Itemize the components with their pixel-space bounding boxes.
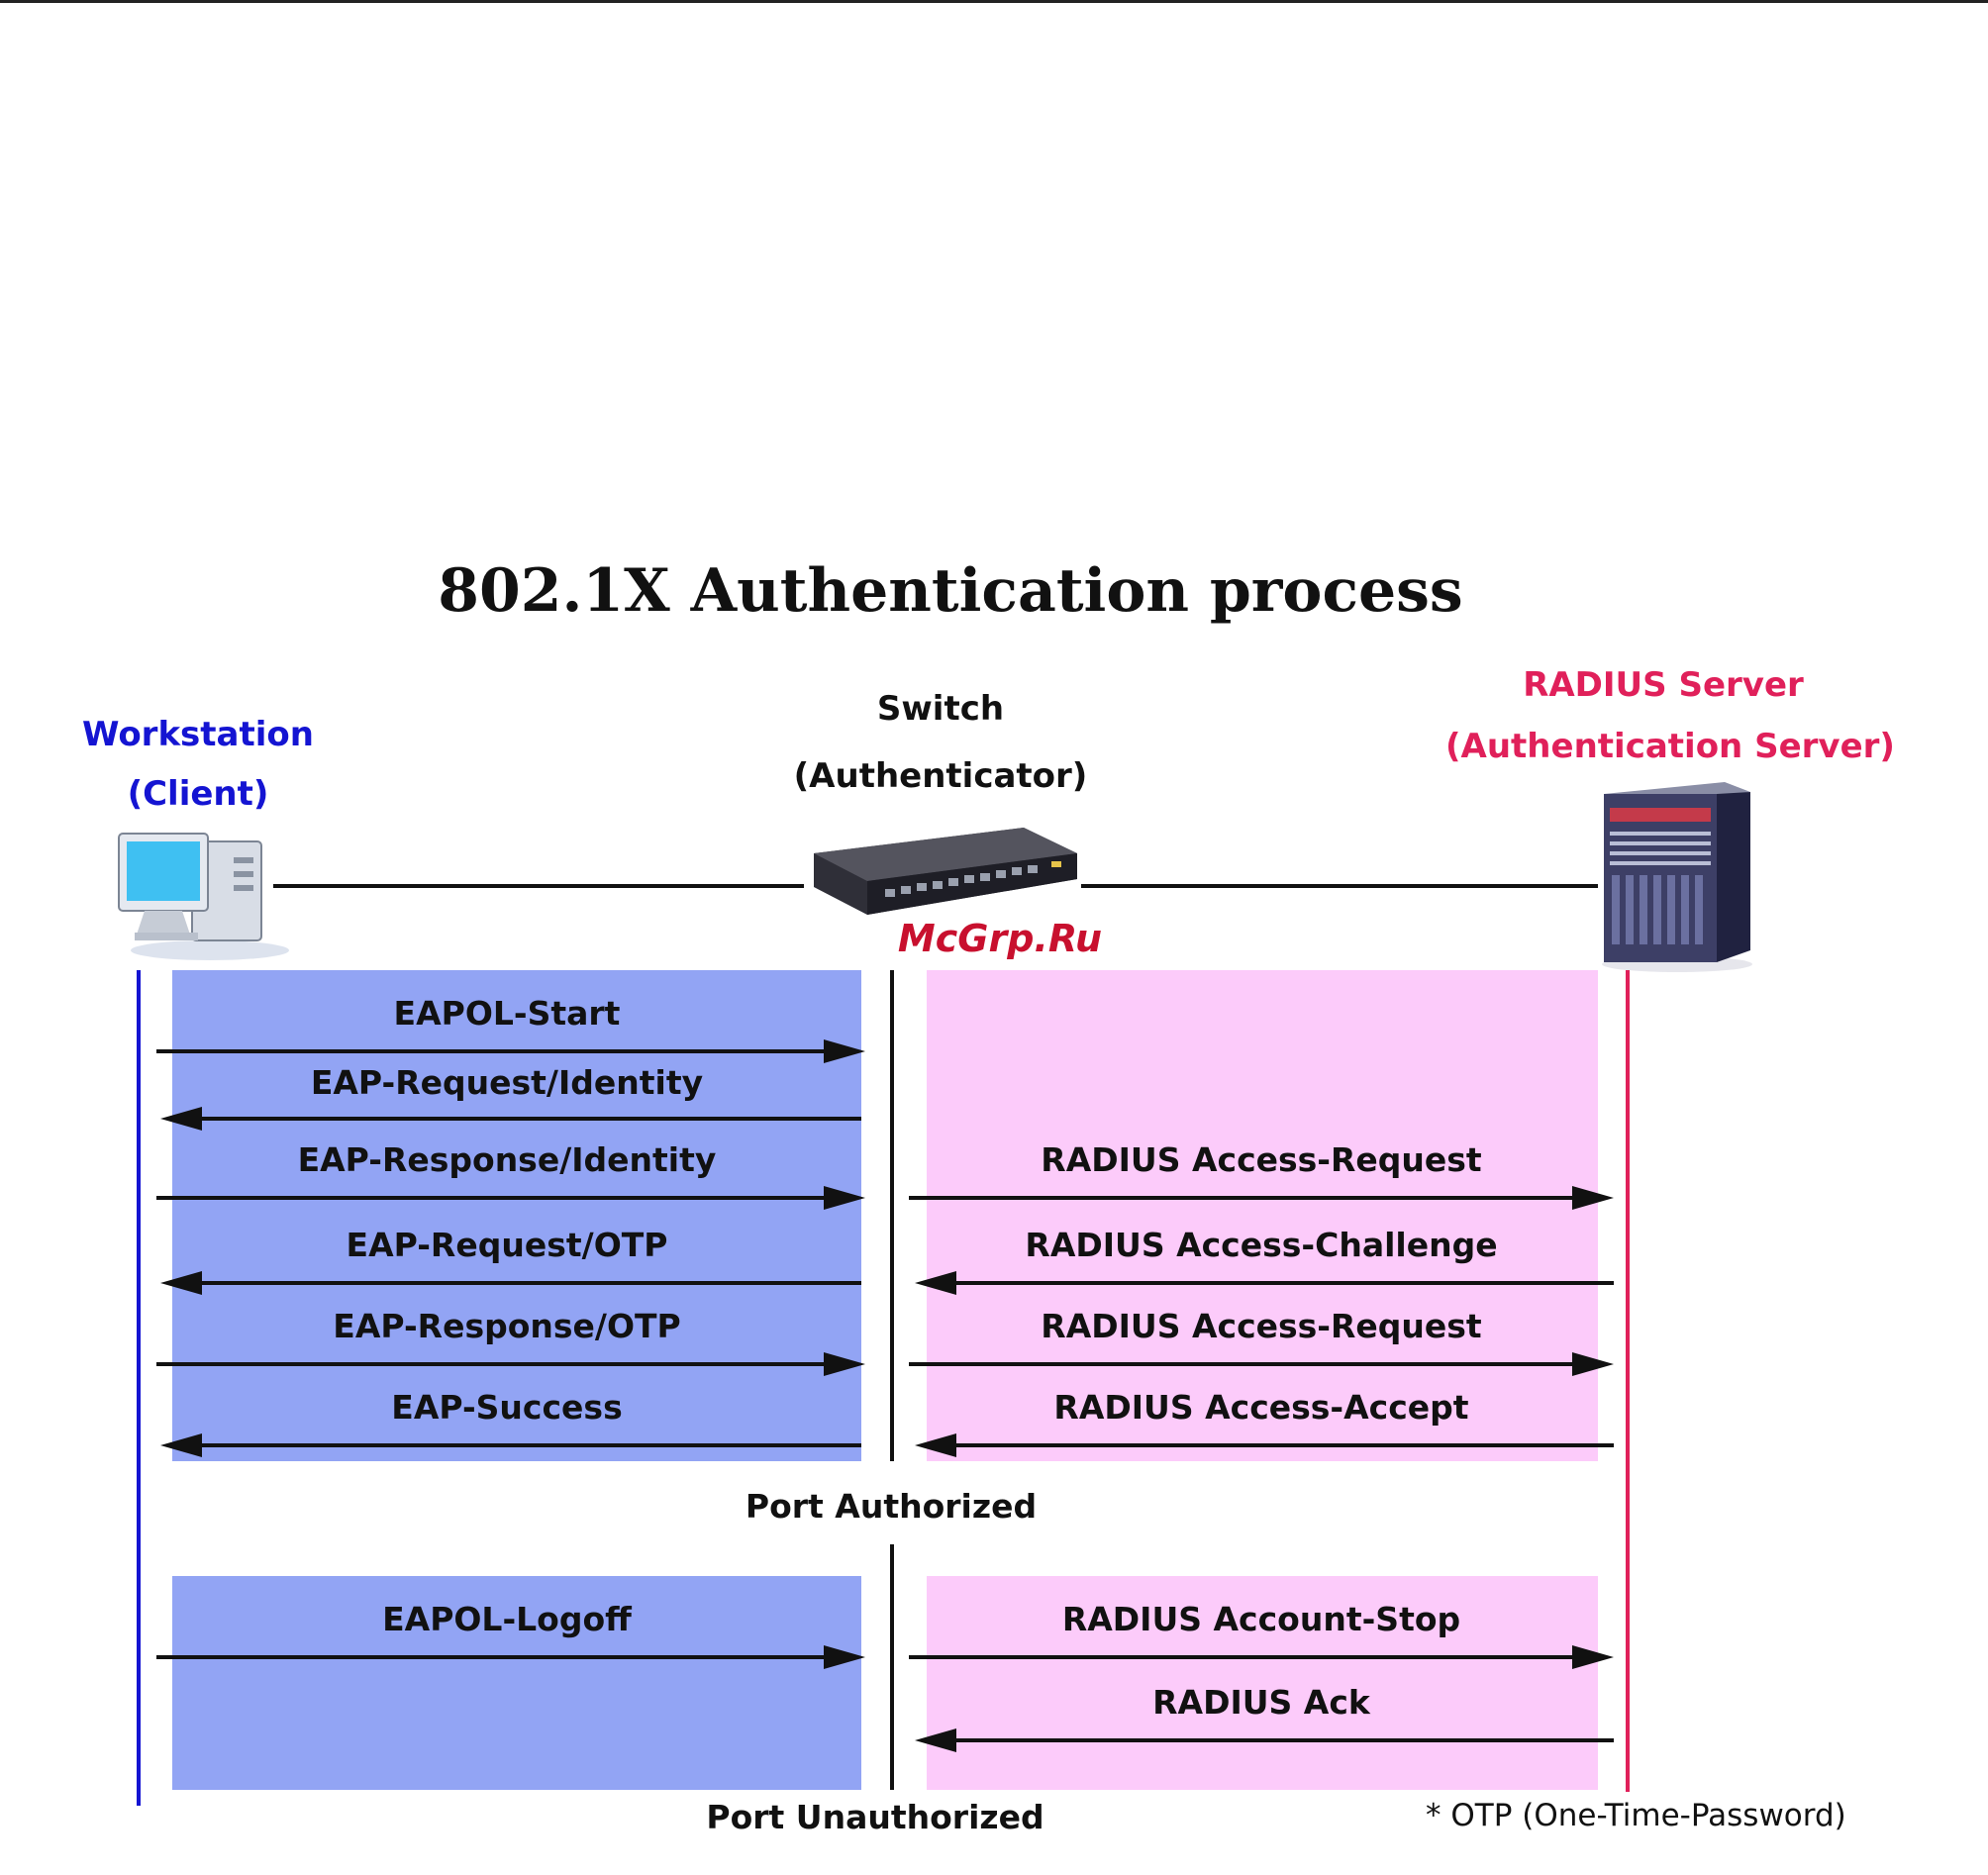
message-label: RADIUS Access-Accept	[1053, 1388, 1469, 1427]
switch-role-label: (Authenticator)	[793, 756, 1088, 796]
arrowhead-radius-access-request-1	[1572, 1186, 1614, 1210]
message-label: EAP-Response/Identity	[297, 1140, 717, 1179]
arrowhead-radius-account-stop	[1572, 1645, 1614, 1669]
port-authorized-label: Port Authorized	[745, 1487, 1038, 1526]
otp-footnote: * OTP (One-Time-Password)	[1426, 1798, 1846, 1833]
radius-server-label: RADIUS Server	[1523, 665, 1804, 705]
arrowhead-radius-access-accept	[915, 1433, 956, 1457]
message-label: EAP-Request/Identity	[310, 1063, 704, 1102]
message-label: EAP-Success	[391, 1388, 623, 1427]
radius-server-icon	[1602, 782, 1752, 972]
arrowhead-eap-response-identity	[824, 1186, 865, 1210]
workstation-label: Workstation	[82, 715, 314, 754]
switch-lifeline-lower	[890, 1544, 894, 1790]
switch-lifeline-upper	[890, 970, 894, 1461]
server-logoff-panel	[927, 1576, 1598, 1790]
arrowhead-eap-request-otp	[160, 1271, 202, 1295]
arrowhead-eap-success	[160, 1433, 202, 1457]
arrowhead-eap-request-identity	[160, 1107, 202, 1131]
arrowhead-eap-response-otp	[824, 1352, 865, 1376]
diagram-title: 802.1X Authentication process	[438, 556, 1463, 626]
workstation-icon	[118, 833, 289, 960]
link-workstation-switch	[273, 884, 804, 888]
message-label: RADIUS Account-Stop	[1061, 1600, 1461, 1638]
arrowhead-radius-ack	[915, 1728, 956, 1752]
message-label: RADIUS Access-Request	[1041, 1307, 1482, 1345]
message-label: EAP-Response/OTP	[333, 1307, 681, 1345]
arrowhead-eapol-logoff	[824, 1645, 865, 1669]
message-label: RADIUS Access-Request	[1041, 1140, 1482, 1179]
top-border-line	[0, 0, 1988, 3]
radius-server-role-label: (Authentication Server)	[1445, 727, 1895, 766]
message-label: EAPOL-Start	[393, 994, 621, 1033]
message-label: RADIUS Access-Challenge	[1025, 1226, 1498, 1264]
port-unauthorized-label: Port Unauthorized	[706, 1798, 1044, 1836]
workstation-role-label: (Client)	[127, 774, 269, 814]
message-label: EAP-Request/OTP	[346, 1226, 668, 1264]
server-exchange-panel	[927, 970, 1598, 1461]
radius-server-lifeline	[1626, 970, 1630, 1792]
watermark: McGrp.Ru	[897, 917, 1103, 960]
link-switch-server	[1081, 884, 1598, 888]
client-logoff-panel	[172, 1576, 861, 1790]
arrowhead-eapol-start	[824, 1039, 865, 1063]
message-label: EAPOL-Logoff	[382, 1600, 632, 1638]
switch-label: Switch	[876, 689, 1005, 729]
switch-icon	[814, 828, 1077, 915]
message-label: RADIUS Ack	[1152, 1683, 1370, 1722]
workstation-lifeline	[137, 970, 141, 1806]
arrowhead-radius-access-request-2	[1572, 1352, 1614, 1376]
arrowhead-radius-access-challenge	[915, 1271, 956, 1295]
